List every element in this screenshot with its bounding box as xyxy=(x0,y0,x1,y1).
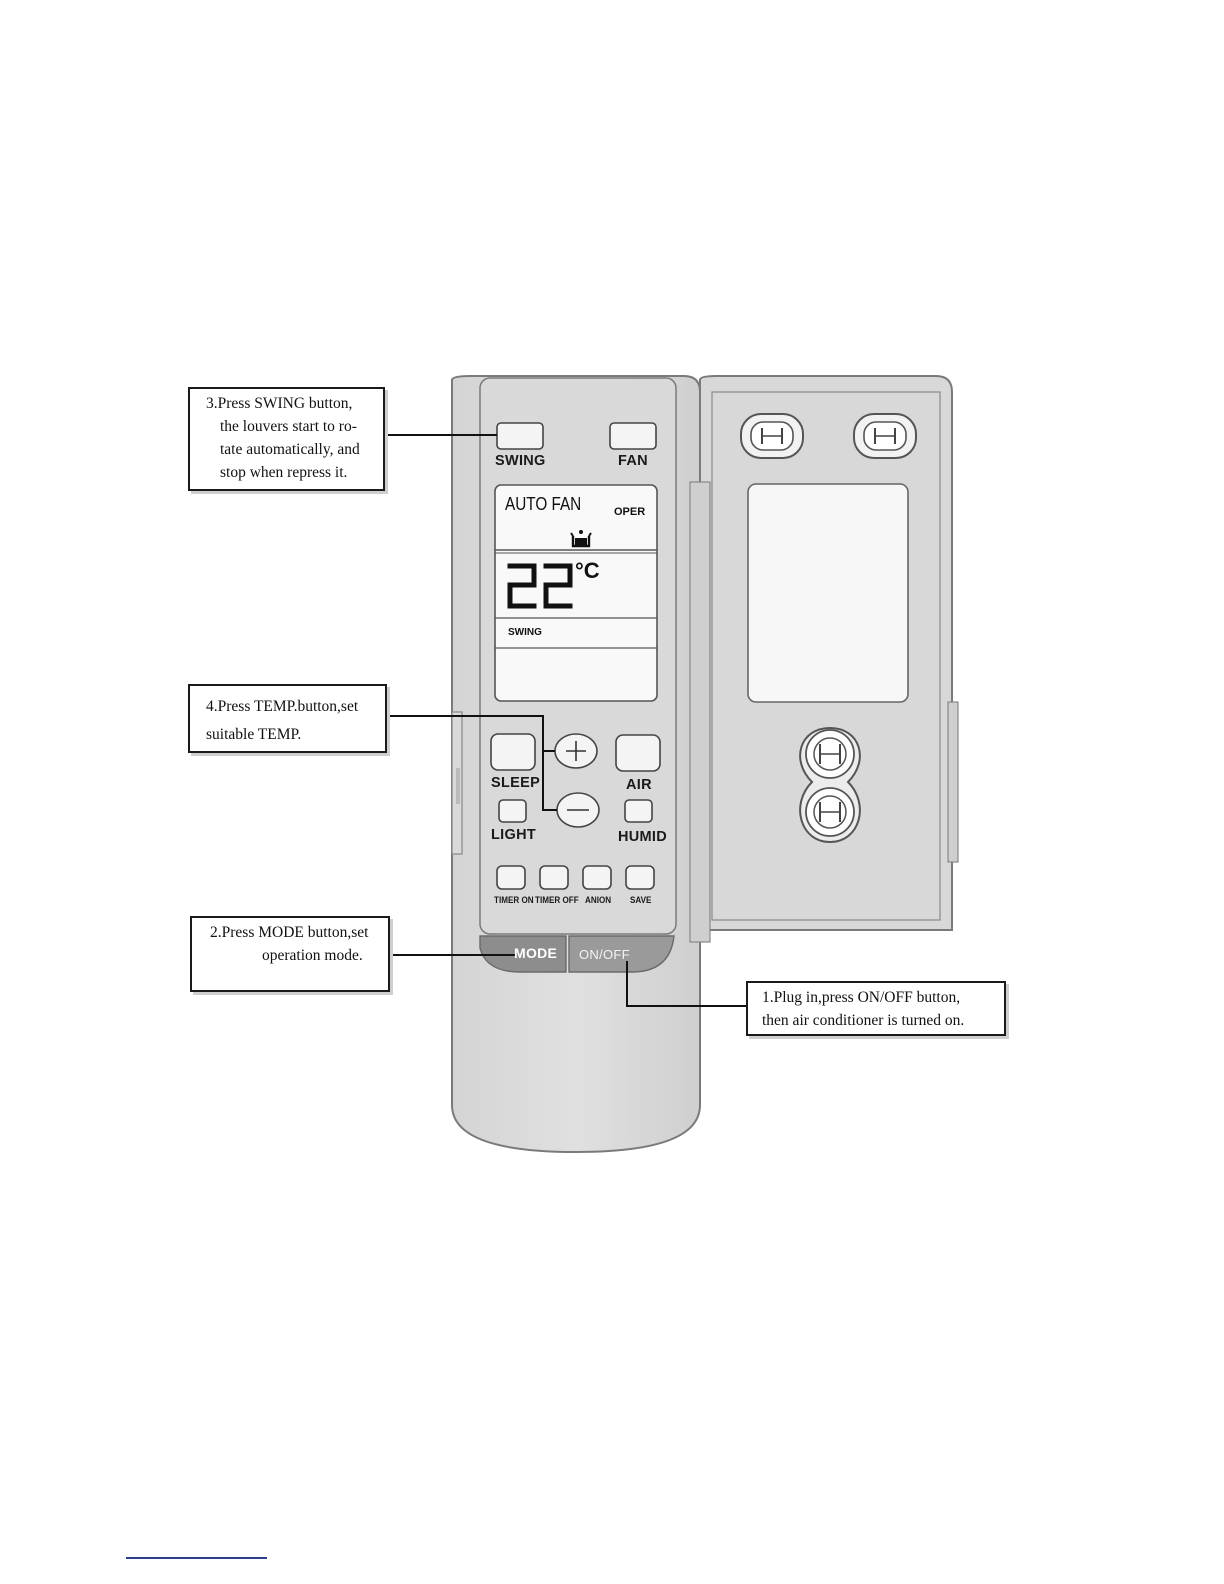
callout-swing-line-3: tate automatically, and xyxy=(220,441,360,458)
timer-off-label: TIMER OFF xyxy=(535,895,579,905)
swing-button xyxy=(496,422,544,450)
lcd-oper: OPER xyxy=(614,506,646,518)
fan-button xyxy=(609,422,657,450)
on-off-button-label: ON/OFF xyxy=(579,947,630,962)
lcd-mode-icon xyxy=(570,530,592,548)
timer-on-label: TIMER ON xyxy=(494,895,534,905)
save-label: SAVE xyxy=(630,895,652,905)
on-off-button xyxy=(568,935,675,973)
swing-button-label: SWING xyxy=(495,453,546,469)
callout-temp-line-2: suitable TEMP. xyxy=(206,726,302,743)
lcd-auto-fan: AUTO FAN xyxy=(505,494,582,514)
callout-mode: 2.Press MODE button,set operation mode. xyxy=(190,916,390,992)
callout-swing-line-2: the louvers start to ro- xyxy=(220,418,357,435)
callout-mode-line-2: operation mode. xyxy=(262,947,363,964)
callout-temp-line-1: 4.Press TEMP.button,set xyxy=(206,698,359,715)
air-button-label: AIR xyxy=(626,777,652,793)
lcd-swing: SWING xyxy=(508,627,542,638)
callout-onoff-line-1: 1.Plug in,press ON/OFF button, xyxy=(762,989,961,1006)
lid-clip-right xyxy=(853,413,917,459)
footer-rule xyxy=(126,1557,267,1559)
fan-button-label: FAN xyxy=(618,453,648,469)
save-button xyxy=(625,865,655,890)
light-button-label: LIGHT xyxy=(491,827,536,843)
timer-on-button xyxy=(496,865,526,890)
mode-button-label: MODE xyxy=(514,945,558,961)
mode-button xyxy=(479,935,567,973)
callout-swing-line-4: stop when repress it. xyxy=(220,464,348,481)
anion-button xyxy=(582,865,612,890)
sleep-button xyxy=(490,733,536,771)
callout-onoff: 1.Plug in,press ON/OFF button, then air … xyxy=(746,981,1006,1036)
temp-down-button xyxy=(556,792,600,828)
humid-button-label: HUMID xyxy=(618,829,668,845)
lid-clip-left xyxy=(740,413,804,459)
lid-figure8-clip xyxy=(799,726,861,844)
timer-off-button xyxy=(539,865,569,890)
lcd-display xyxy=(494,484,658,702)
temp-up-button xyxy=(554,733,598,769)
air-button xyxy=(615,734,661,772)
anion-label: ANION xyxy=(585,895,612,905)
callout-swing: 3.Press SWING button, the louvers start … xyxy=(188,387,385,491)
light-button xyxy=(498,799,527,823)
lcd-unit: °C xyxy=(575,558,600,583)
humid-button xyxy=(624,799,653,823)
callout-mode-line-1: 2.Press MODE button,set xyxy=(210,924,369,941)
lid-hinge xyxy=(689,481,711,943)
callout-temp: 4.Press TEMP.button,set suitable TEMP. xyxy=(188,684,387,753)
leader-lines xyxy=(386,434,746,1007)
lid-window xyxy=(747,483,909,703)
sleep-button-label: SLEEP xyxy=(491,775,541,791)
lcd-temperature-digits: 22 xyxy=(507,563,573,609)
callout-swing-line-1: 3.Press SWING button, xyxy=(206,395,353,412)
callout-onoff-line-2: then air conditioner is turned on. xyxy=(762,1012,965,1029)
